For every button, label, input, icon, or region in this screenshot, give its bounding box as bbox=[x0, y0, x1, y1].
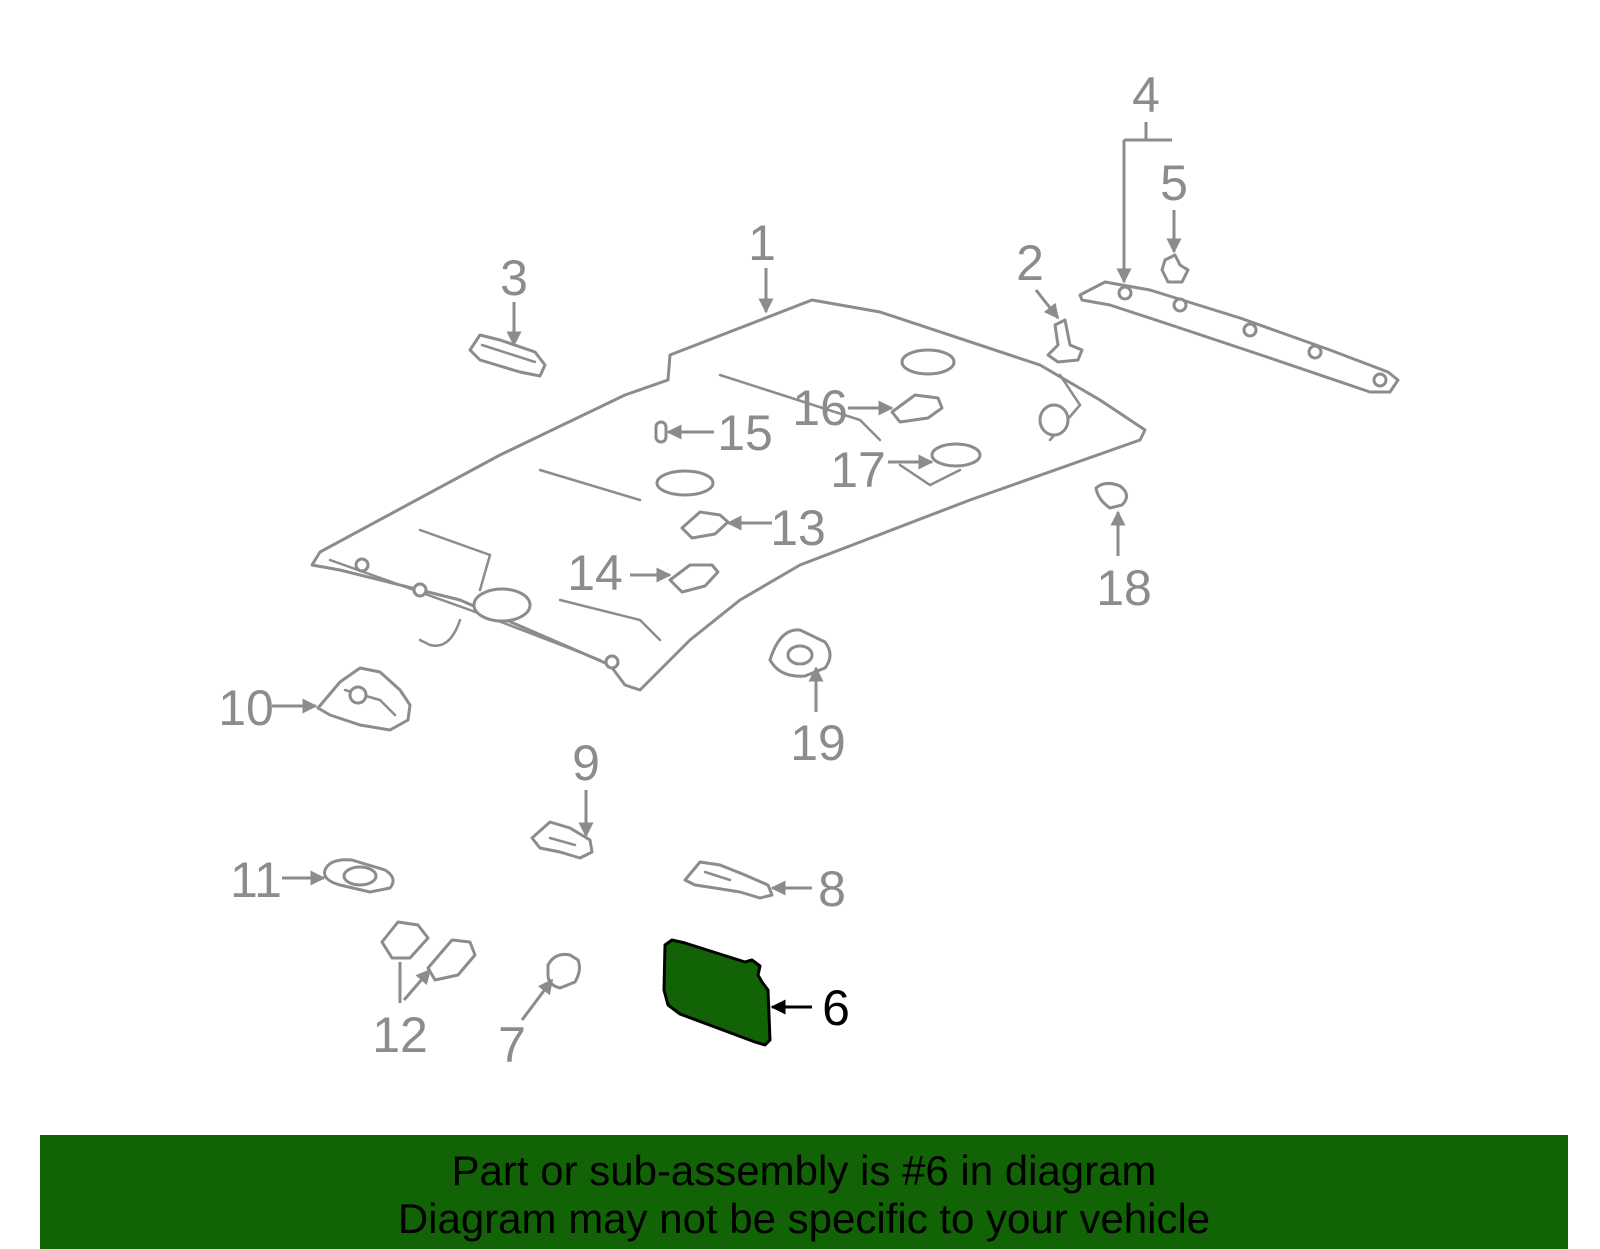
console-part-10[interactable] bbox=[316, 666, 412, 732]
clip-part-5[interactable] bbox=[1160, 253, 1190, 284]
clip-part-2[interactable] bbox=[1046, 318, 1084, 364]
banner-line-2: Diagram may not be specific to your vehi… bbox=[397, 1195, 1211, 1242]
label-part-7[interactable]: 7 bbox=[498, 1017, 526, 1073]
leader-2 bbox=[1034, 289, 1060, 320]
label-part-16[interactable]: 16 bbox=[792, 380, 848, 436]
label-part-15[interactable]: 15 bbox=[717, 405, 773, 461]
leader-4 bbox=[1124, 122, 1172, 282]
parts-diagram: 1 2 3 4 5 6 7 8 bbox=[218, 67, 1400, 1073]
banner-line-1: Part or sub-assembly is #6 in diagram bbox=[451, 1147, 1157, 1194]
hook-part-18[interactable] bbox=[1094, 481, 1128, 510]
label-part-3[interactable]: 3 bbox=[500, 250, 528, 306]
lamp-part-16[interactable] bbox=[890, 393, 944, 424]
label-part-13[interactable]: 13 bbox=[770, 500, 826, 556]
headliner-part-1[interactable] bbox=[310, 298, 1147, 692]
rail-part-4[interactable] bbox=[1078, 280, 1400, 394]
bracket-part-9[interactable] bbox=[530, 820, 594, 860]
label-part-12[interactable]: 12 bbox=[372, 1007, 428, 1063]
hook-part-19[interactable] bbox=[768, 628, 832, 678]
cover-part-17[interactable] bbox=[930, 442, 982, 468]
bracket-part-8[interactable] bbox=[683, 860, 774, 900]
label-part-11[interactable]: 11 bbox=[230, 852, 282, 908]
label-part-19[interactable]: 19 bbox=[790, 715, 846, 771]
label-part-6[interactable]: 6 bbox=[822, 980, 850, 1036]
label-part-10[interactable]: 10 bbox=[218, 680, 274, 736]
label-part-5[interactable]: 5 bbox=[1160, 155, 1188, 211]
lamp-part-11[interactable] bbox=[323, 858, 395, 894]
lamp-part-14[interactable] bbox=[668, 563, 720, 594]
clip-part-15[interactable] bbox=[654, 420, 668, 444]
label-part-14[interactable]: 14 bbox=[567, 545, 623, 601]
leader-7 bbox=[520, 978, 554, 1021]
leader-12 bbox=[398, 962, 430, 1003]
sun-visor-part-6[interactable] bbox=[662, 938, 772, 1047]
label-part-17[interactable]: 17 bbox=[830, 442, 886, 498]
label-part-18[interactable]: 18 bbox=[1096, 560, 1152, 616]
label-part-1[interactable]: 1 bbox=[748, 215, 776, 271]
handle-part-3[interactable] bbox=[468, 333, 547, 378]
label-part-9[interactable]: 9 bbox=[572, 735, 600, 791]
hook-part-7[interactable] bbox=[546, 953, 581, 990]
label-part-2[interactable]: 2 bbox=[1016, 235, 1044, 291]
label-part-8[interactable]: 8 bbox=[818, 861, 846, 917]
label-part-4[interactable]: 4 bbox=[1132, 67, 1160, 123]
info-banner: Part or sub-assembly is #6 in diagram Di… bbox=[40, 1135, 1568, 1249]
